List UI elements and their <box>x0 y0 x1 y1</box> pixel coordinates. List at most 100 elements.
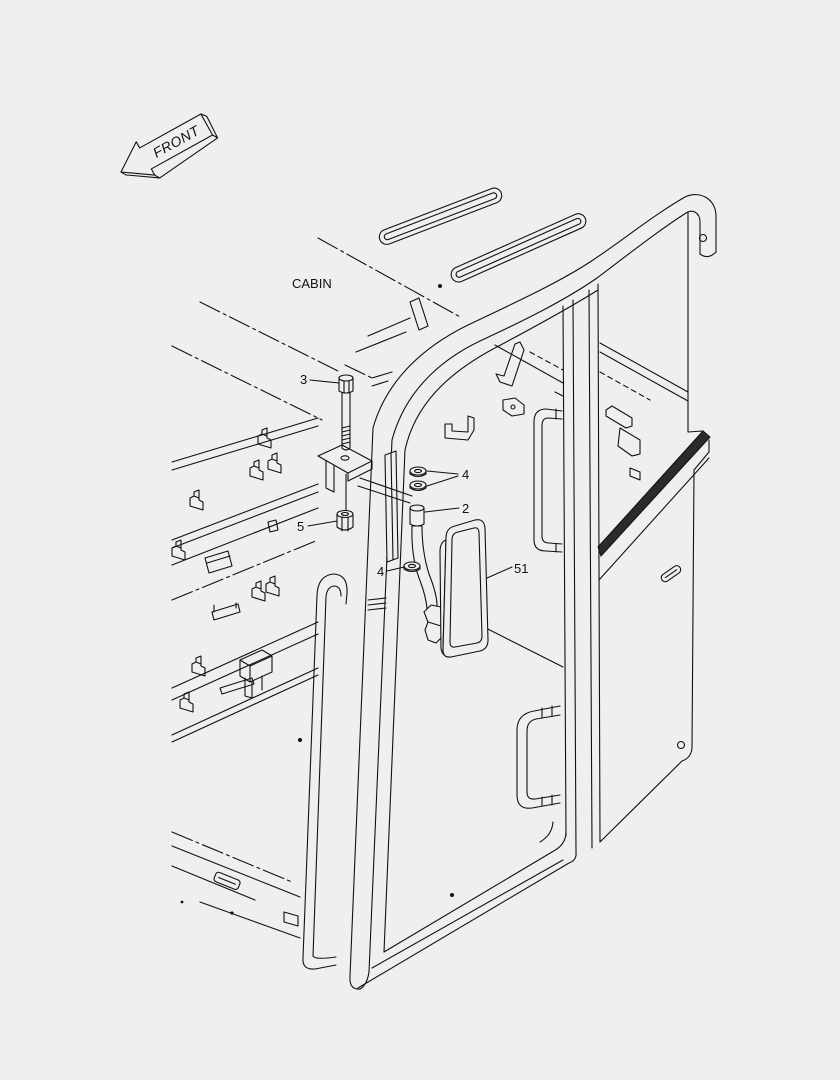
interior-wall-line <box>529 351 564 371</box>
b-pillar-line <box>597 283 601 843</box>
roof-rail-front <box>378 187 503 245</box>
header-line <box>355 331 407 353</box>
handle-lower-inner <box>526 714 561 800</box>
wall-clip <box>171 539 186 561</box>
callout-washer-lower: 4 <box>377 564 384 579</box>
rear-interior-bracket <box>605 405 633 429</box>
roof-rail-rear <box>450 213 587 283</box>
callout-nut: 5 <box>297 519 304 534</box>
rear-panel-top <box>598 457 710 581</box>
front-arrow-depth-end <box>200 113 219 139</box>
wall-rail-lower <box>171 621 319 743</box>
left-interior-wall <box>171 417 319 743</box>
floor-slot-inner <box>218 876 236 885</box>
cabin-label: CABIN <box>292 276 332 291</box>
b-pillar-line <box>562 305 567 837</box>
washer-hole <box>413 468 423 474</box>
rear-window-frame <box>687 211 704 433</box>
roof-bolt <box>438 284 442 288</box>
pillar-decal <box>367 597 387 611</box>
frame-tube-end <box>699 251 717 258</box>
washer-upper-part <box>409 466 427 492</box>
mirror-bracket <box>317 444 413 513</box>
rear-interior-line <box>599 371 651 401</box>
cabin-left-upper-edge <box>171 345 323 421</box>
pillar-mount-plate-edge <box>390 452 394 561</box>
washer-hole <box>413 482 423 488</box>
wall-clip <box>249 459 264 481</box>
rear-interior-bracket <box>629 467 641 481</box>
nut-body <box>336 513 354 531</box>
wall-clip <box>257 427 272 449</box>
interior-u-bracket <box>444 415 475 441</box>
mirror-part <box>439 519 489 658</box>
wall-clip <box>251 580 266 602</box>
leader-mirror-arm <box>424 507 460 513</box>
frame-tube-inner <box>359 210 701 990</box>
rear-panel-slot-outline <box>660 565 682 583</box>
wall-rail-middle <box>171 483 319 566</box>
wall-clip <box>191 655 206 677</box>
rear-window-seal <box>597 430 711 557</box>
handle-lower-outer <box>516 705 561 809</box>
roof-rail-front-inner <box>383 192 498 241</box>
wall-clip <box>265 575 280 597</box>
front-arrow-depth-tip <box>120 171 161 179</box>
handrail-outer <box>302 573 348 959</box>
roof <box>171 187 587 421</box>
leader-bolt <box>309 379 340 384</box>
b-pillar-line <box>572 299 577 853</box>
mirror-assembly <box>317 374 489 658</box>
wall-box-bracket <box>239 649 273 699</box>
door-handle-upper <box>533 408 563 553</box>
front-arrow-icon: FRONT <box>120 113 219 179</box>
callout-washer-upper: 4 <box>462 467 469 482</box>
leader-washer-lower <box>386 566 405 572</box>
front-arrow-outline <box>120 113 214 176</box>
bolt-thread <box>341 425 351 445</box>
door-sill <box>371 859 564 969</box>
handle-lower-mount <box>541 705 553 807</box>
floor-slot <box>213 871 241 891</box>
header-line <box>371 371 393 387</box>
frame-tube-outer <box>349 194 717 990</box>
rear-interior-line <box>599 342 689 402</box>
left-handrail <box>302 573 387 970</box>
header-phantom <box>344 364 373 379</box>
leader-mirror <box>486 566 513 579</box>
leader-nut <box>307 520 338 527</box>
callouts: 3 4 2 5 4 51 <box>297 372 528 579</box>
interior-tab-hole <box>510 404 516 410</box>
wall-bracket <box>204 550 233 574</box>
washer-hole <box>407 563 417 569</box>
front-header <box>344 297 429 387</box>
handrail-inner <box>312 585 342 957</box>
door-sill-outer <box>357 851 577 989</box>
door-handle-lower <box>516 705 561 809</box>
bracket-plate-edge <box>347 460 373 482</box>
rear-panel-slot <box>660 565 682 583</box>
roof-rail-rear-outer <box>450 213 587 283</box>
washer <box>403 561 421 571</box>
floor-bolt <box>230 911 234 915</box>
floor-edge <box>171 845 301 939</box>
rear-side-window <box>597 211 711 843</box>
rear-panel-slot-inner <box>664 569 678 579</box>
b-pillar-line <box>588 289 593 849</box>
wall-bracket <box>211 602 241 621</box>
nut-part <box>336 509 354 532</box>
door-bottom-corner <box>539 821 554 843</box>
bolt-head-faces <box>343 380 350 394</box>
door-bolt <box>450 893 454 897</box>
interior-bracket-z <box>495 341 525 387</box>
door-bottom-edge <box>383 831 567 953</box>
rear-interior-bracket <box>617 427 641 457</box>
interior-wall-line <box>494 344 564 397</box>
roof-rail-rear-inner <box>455 217 582 278</box>
handle-upper-outer <box>533 408 563 553</box>
floor-block <box>283 911 299 927</box>
wall-phantom <box>171 539 319 601</box>
arm-boss-top <box>409 504 425 512</box>
bolt-part <box>338 374 354 451</box>
